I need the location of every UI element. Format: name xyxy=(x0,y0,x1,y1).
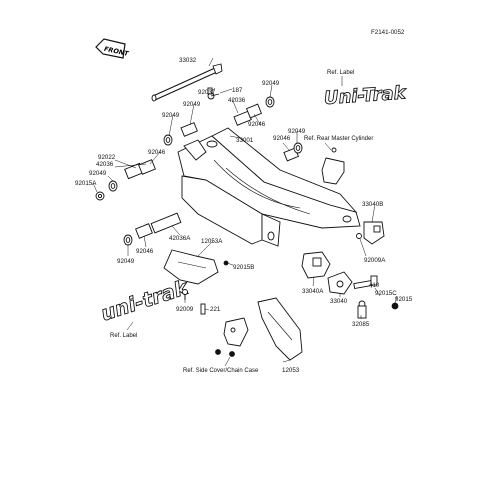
ref-label-top: Ref. Label xyxy=(327,70,354,76)
part-label-92046: 92046 xyxy=(136,248,154,255)
part-label-92037: 92037 xyxy=(198,89,216,96)
part-label-92046: 92046 xyxy=(148,149,166,156)
part-label-33040a: 33040A xyxy=(302,288,324,295)
part-label-187: 187 xyxy=(232,87,243,94)
label-decal-top: Uni-Trak xyxy=(323,82,407,109)
part-label-92009: 92009 xyxy=(176,306,194,313)
chain-case-12053 xyxy=(257,297,303,361)
part-label-92046: 92046 xyxy=(248,121,266,128)
part-label-12053a: 12053A xyxy=(201,238,223,245)
part-label-92049: 92049 xyxy=(89,170,107,177)
part-label-42036: 42036 xyxy=(228,97,246,104)
part-label-92049: 92049 xyxy=(117,258,135,265)
reference-labels: Ref. Label Ref. Rear Master Cylinder Ref… xyxy=(110,70,373,374)
chain-adjuster-33040a xyxy=(301,251,331,279)
part-label-410: 410 xyxy=(369,282,380,289)
part-label-92049: 92049 xyxy=(162,112,180,119)
part-label-92049: 92049 xyxy=(288,128,306,135)
part-label-92015: 92015 xyxy=(395,296,413,303)
leader-lines xyxy=(92,76,398,367)
chain-adjuster-33040 xyxy=(327,271,353,295)
part-label-33001: 33001 xyxy=(236,137,254,144)
part-label-12053: 12053 xyxy=(282,367,300,374)
pivot-collars xyxy=(95,87,303,246)
part-label-92049: 92049 xyxy=(183,101,201,108)
part-labels: 33032 92037 187 92049 42036 92049 92046 … xyxy=(75,57,413,374)
pin-221 xyxy=(200,303,206,315)
swingarm xyxy=(177,127,361,247)
part-label-32085: 32085 xyxy=(352,321,370,328)
chain-adjuster-33040b xyxy=(356,221,385,245)
ref-rear-master-cylinder: Ref. Rear Master Cylinder xyxy=(304,136,373,142)
part-label-42036a: 42036A xyxy=(169,235,191,242)
chain-guard-12053a xyxy=(163,249,219,285)
figure-code: F2141-0052 xyxy=(371,29,405,36)
label-decal-left: uni-trak xyxy=(98,275,192,326)
ref-side-cover-chain-case: Ref. Side Cover/Chain Case xyxy=(183,368,259,374)
pivot-shaft xyxy=(151,63,223,102)
part-label-92015b: 92015B xyxy=(233,264,254,271)
part-label-92046: 92046 xyxy=(273,135,291,142)
bolt-92009 xyxy=(182,289,188,300)
part-label-92049: 92049 xyxy=(262,80,280,87)
adjuster-bolt xyxy=(353,275,399,319)
part-label-33040: 33040 xyxy=(330,298,348,305)
part-label-92015c: 92015C xyxy=(375,290,397,297)
part-label-33040b: 33040B xyxy=(362,201,383,208)
part-label-33032: 33032 xyxy=(179,57,197,64)
side-cover-bracket xyxy=(215,317,249,357)
part-label-42036: 42036 xyxy=(96,161,114,168)
part-label-92015a: 92015A xyxy=(75,180,97,187)
front-arrow-icon: FRONT xyxy=(95,38,130,59)
ref-label-left: Ref. Label xyxy=(110,333,137,339)
part-label-221: 221 xyxy=(210,306,221,313)
rear-master-cylinder-bracket xyxy=(321,147,345,185)
part-label-92022: 92022 xyxy=(98,154,116,161)
part-label-92009a: 92009A xyxy=(364,257,386,264)
